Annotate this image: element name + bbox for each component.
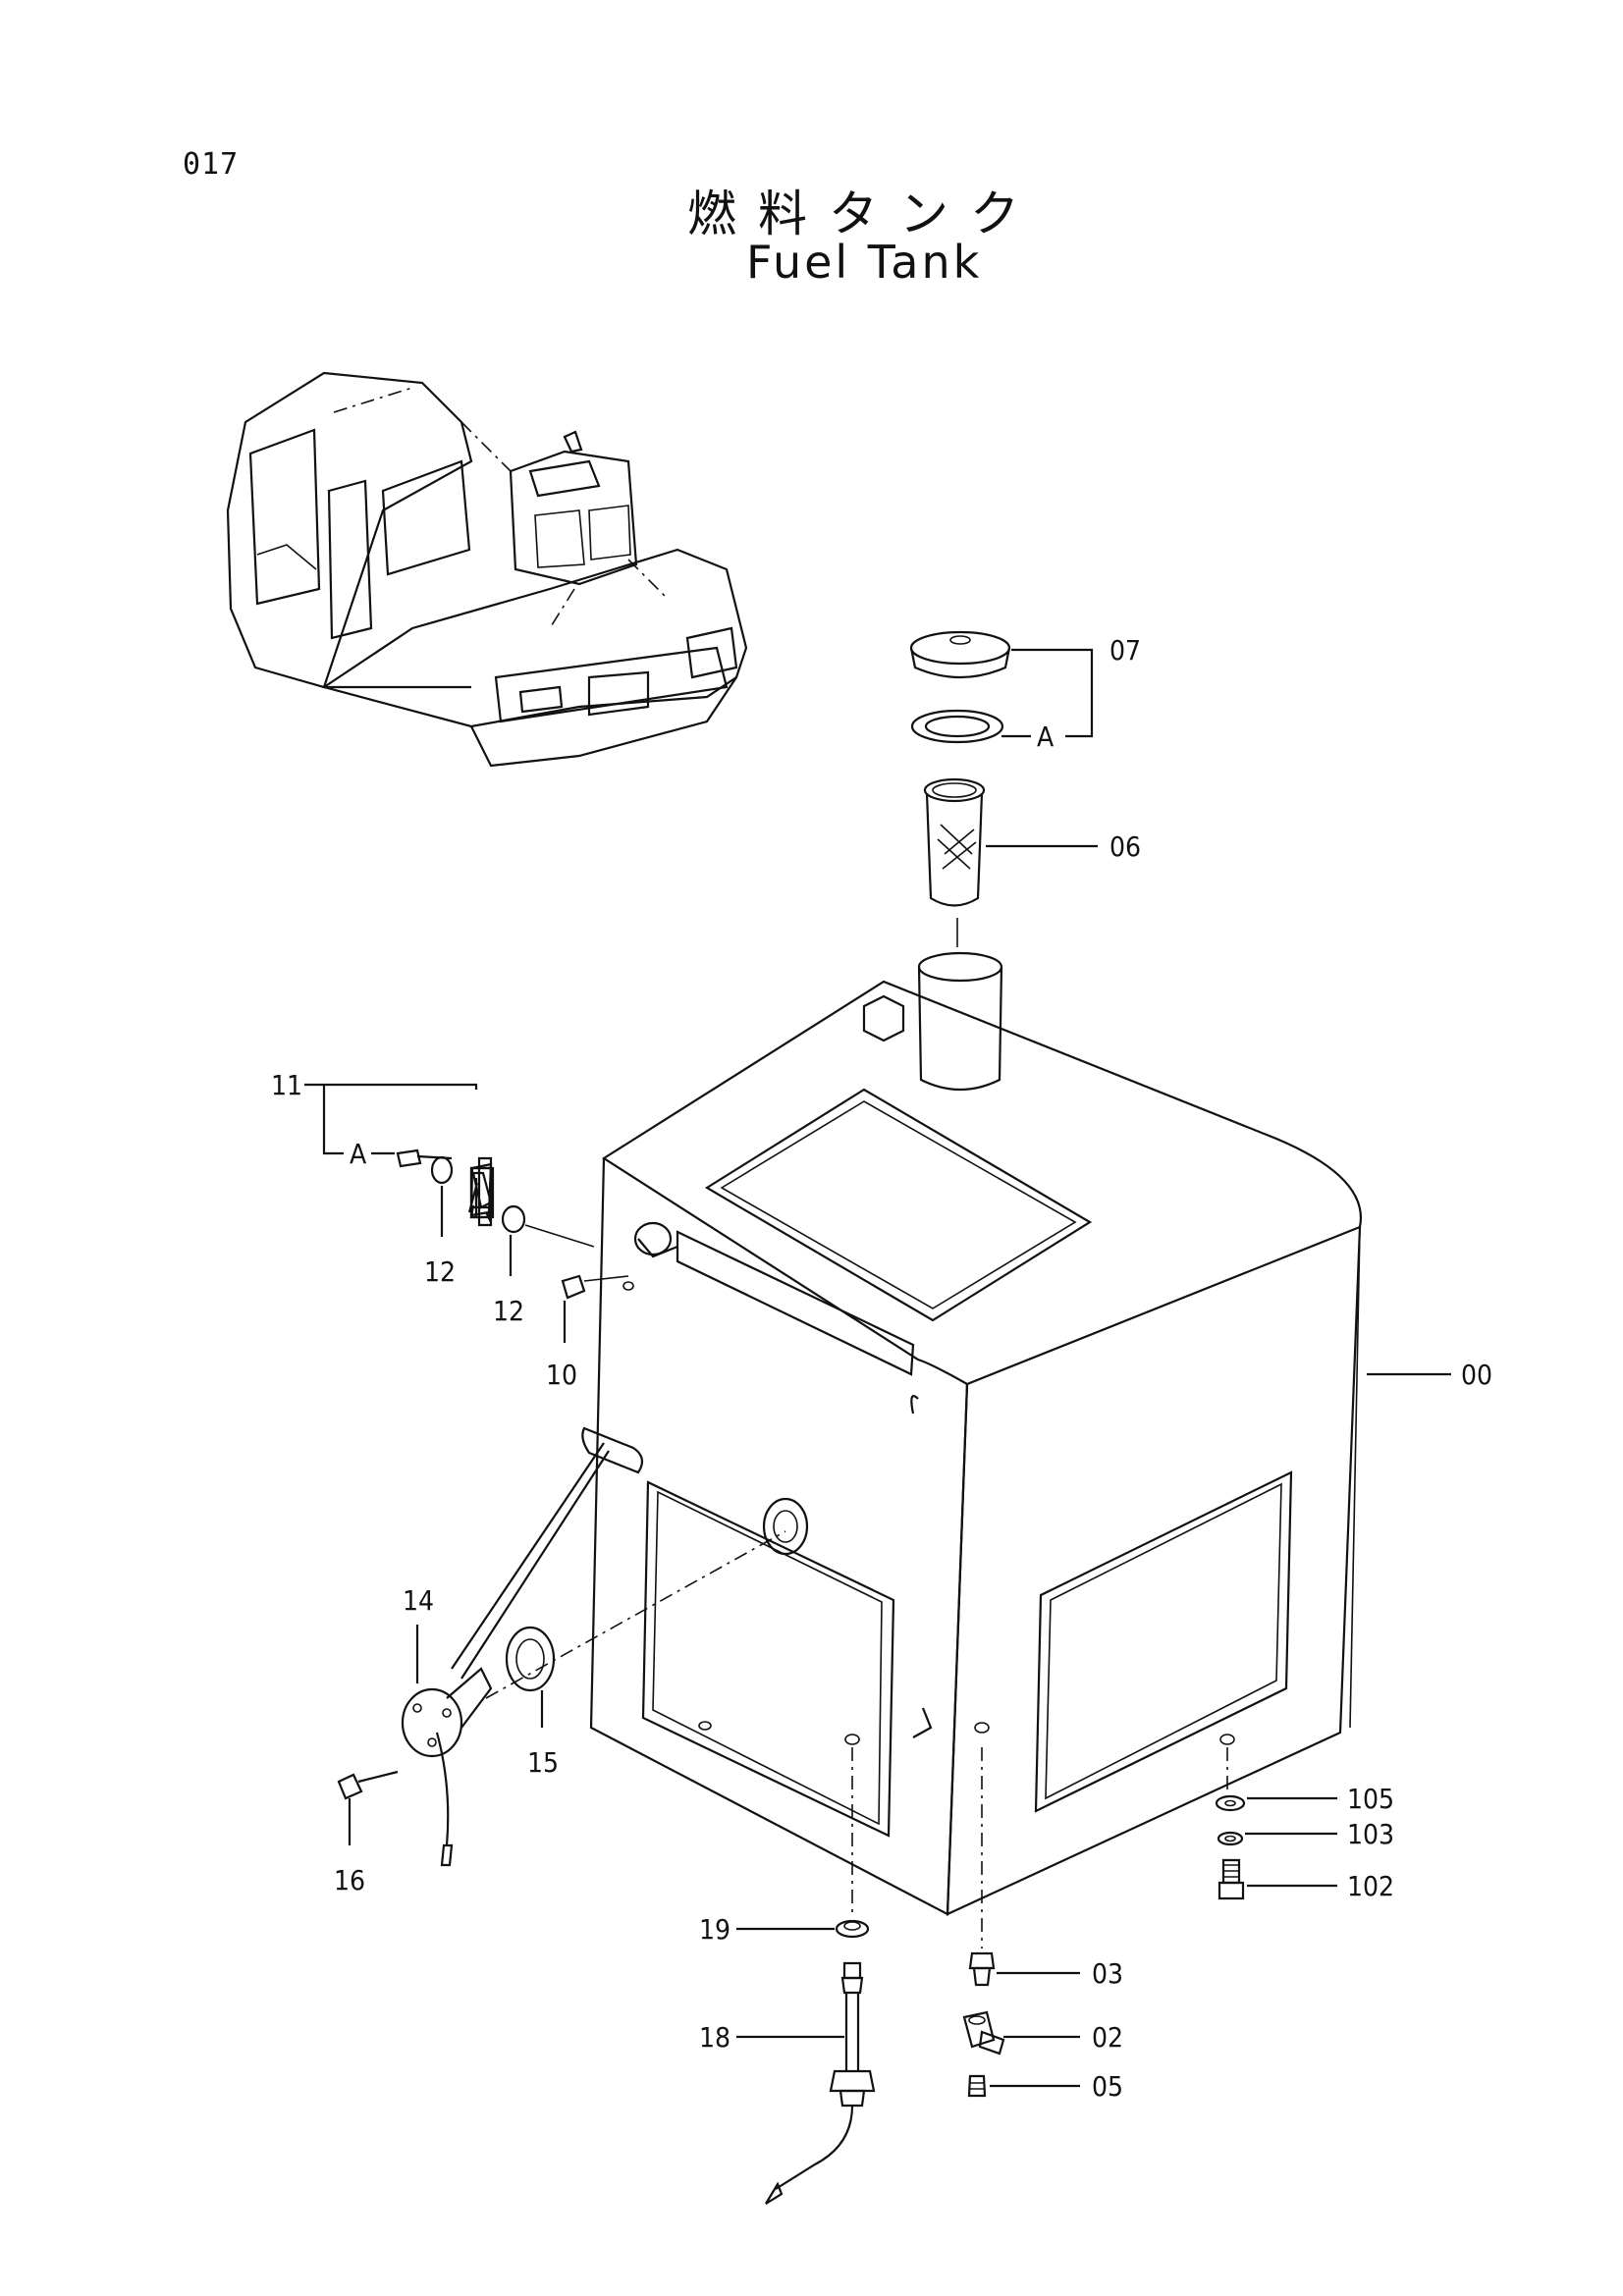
callout-00: 00 (1461, 1359, 1492, 1391)
callout-18: 18 (699, 2021, 730, 2054)
callout-103: 103 (1347, 1818, 1394, 1850)
part-05-plug (967, 2074, 987, 2098)
part-12-grommet-right (501, 1204, 526, 1234)
part-18-drain-sensor (765, 1961, 876, 2205)
callout-06: 06 (1109, 830, 1141, 863)
part-12-grommet-left (430, 1155, 454, 1185)
part-07-cap (909, 630, 1011, 679)
callout-19: 19 (699, 1913, 730, 1946)
callout-102: 102 (1347, 1870, 1394, 1902)
title-english: Fuel Tank (746, 236, 983, 289)
part-16-bolt (337, 1770, 399, 1800)
part-105-washer (1215, 1794, 1246, 1812)
part-102-bolt (1217, 1858, 1245, 1900)
callout-02: 02 (1092, 2021, 1123, 2054)
callout-14: 14 (403, 1584, 434, 1617)
callout-10: 10 (546, 1359, 577, 1391)
part-11-bracket-bar (469, 1162, 493, 1217)
callout-12-right: 12 (493, 1295, 524, 1327)
part-14-fuel-sender (401, 1426, 644, 1867)
callout-15: 15 (527, 1746, 559, 1779)
callout-16: 16 (334, 1864, 365, 1896)
part-03-fitting (968, 1951, 996, 1987)
excavator-location-illustration (226, 371, 748, 768)
callout-105: 105 (1347, 1783, 1394, 1815)
part-06-strainer (923, 777, 986, 907)
part-00-fuel-tank (589, 951, 1363, 1916)
callout-11: 11 (271, 1069, 302, 1101)
part-02-drain-cock (962, 2010, 1005, 2056)
callout-mark-a-cap: A (1037, 721, 1055, 753)
part-19-seal (835, 1919, 870, 1939)
part-103-spring-washer (1217, 1831, 1244, 1846)
callout-12-left: 12 (424, 1255, 456, 1288)
part-10-fitting (561, 1274, 586, 1300)
page-number: 017 (183, 147, 240, 182)
part-gasket-ring (910, 709, 1004, 744)
callout-03: 03 (1092, 1957, 1123, 1990)
callout-05: 05 (1092, 2070, 1123, 2103)
title-japanese: 燃料タンク (687, 186, 1041, 242)
callout-07: 07 (1109, 634, 1141, 667)
part-15-gasket (505, 1626, 556, 1692)
callout-mark-a-bolt: A (350, 1138, 367, 1170)
